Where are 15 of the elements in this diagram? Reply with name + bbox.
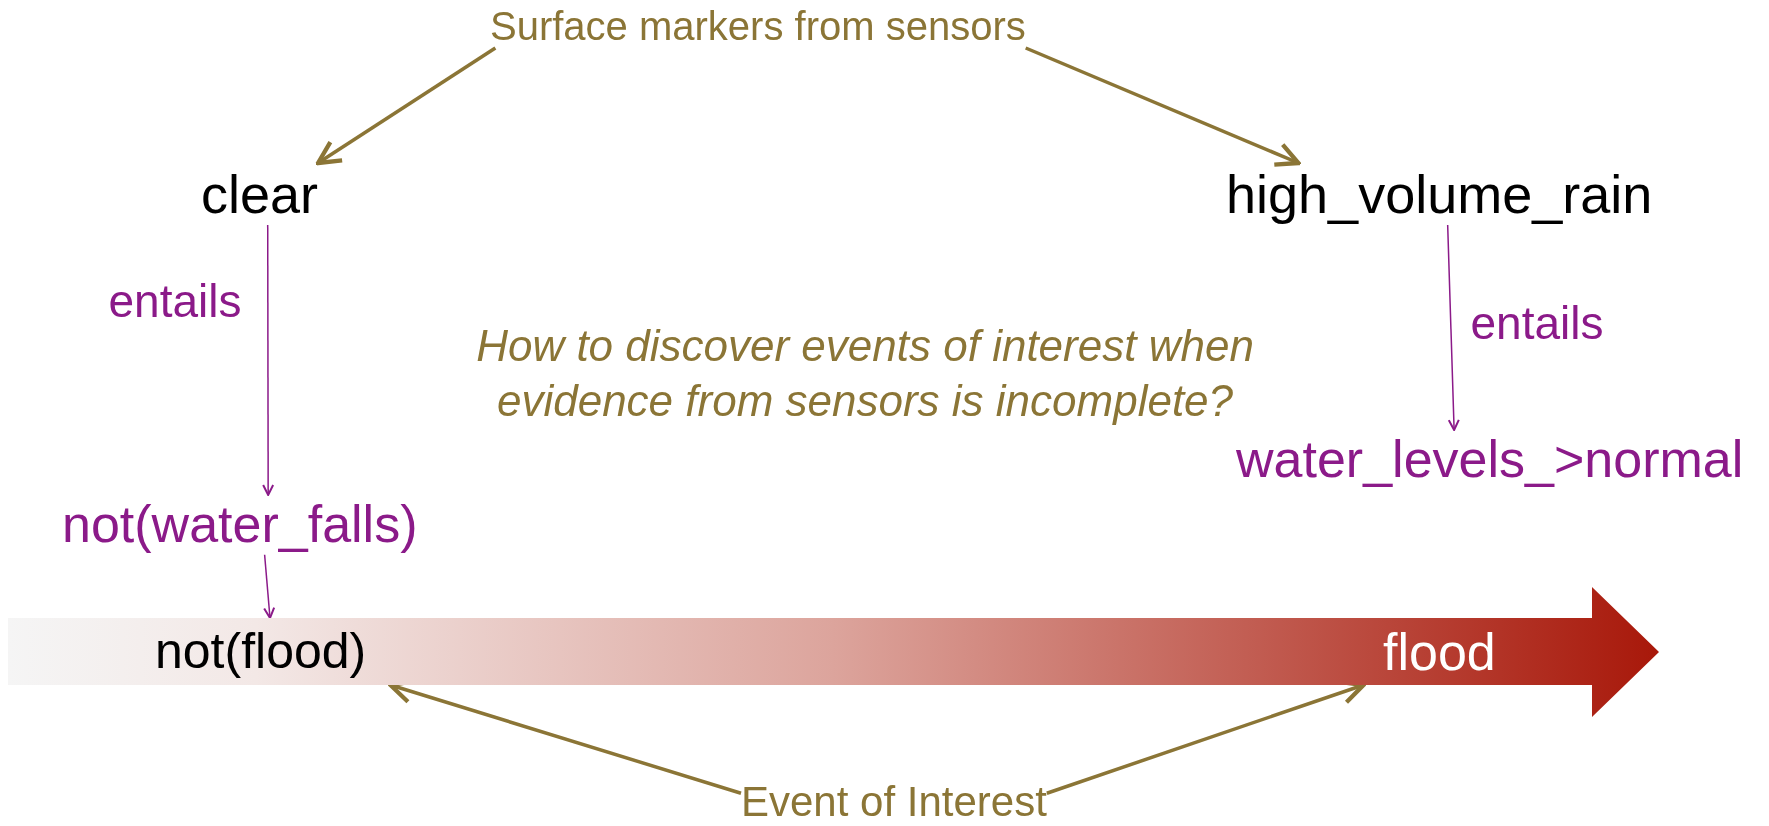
event-text: flood — [1338, 618, 1508, 685]
entailed-text: water_levels_>normal — [1236, 430, 1744, 490]
arrow — [262, 224, 275, 496]
gradient-arrow — [8, 587, 1659, 717]
question-text: How to discover events of interest when evidence from sensors is incomplete? — [475, 320, 1255, 427]
marker-text: clear — [201, 163, 319, 226]
marker-text: high_volume_rain — [1226, 163, 1653, 226]
event-text: not(flood) — [130, 618, 410, 685]
arrow — [315, 46, 497, 166]
sensor-markers-text: Surface markers from sensors — [490, 4, 1026, 48]
arrow — [1446, 224, 1460, 431]
event-of-interest-text: Event of Interest — [741, 780, 1047, 825]
arrow — [1025, 46, 1301, 167]
entailed-text: not(water_falls) — [62, 495, 418, 555]
arrow — [263, 554, 276, 619]
